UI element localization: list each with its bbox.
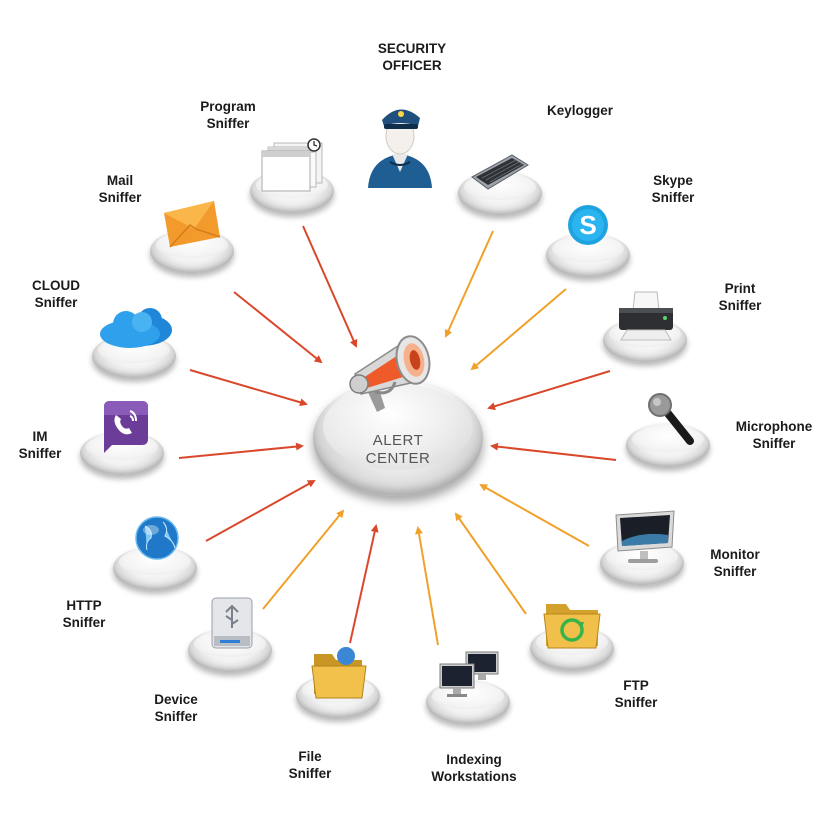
microphone-icon [636,393,700,449]
label-monitor: Monitor Sniffer [700,546,770,580]
label-mail-line1: Mail [106,173,134,188]
label-program: Program Sniffer [192,98,264,132]
node-microphone [626,393,710,467]
im-pedestal [80,431,164,475]
node-monitor [600,510,684,585]
arrow-print [487,370,611,411]
alert-center-line1: ALERT [372,432,424,449]
svg-text:S: S [579,210,596,240]
label-http-line1: HTTP [66,598,102,613]
label-skype-line1: Skype [653,173,693,188]
label-program-line1: Program [200,99,256,114]
label-microphone-line2: Sniffer [752,436,796,451]
arrow-im [178,442,304,459]
label-cloud-line1: CLOUD [32,278,80,293]
node-indexing [426,651,510,724]
arrow-program [302,225,358,348]
label-device: Device Sniffer [146,691,206,725]
label-keylogger-line1: Keylogger [546,103,614,118]
label-ftp: FTP Sniffer [610,677,662,711]
label-ftp-line2: Sniffer [614,695,658,710]
microphone-pedestal [626,423,710,467]
node-print [603,291,687,362]
label-mail-line2: Sniffer [98,190,142,205]
label-skype: Skype Sniffer [640,172,706,206]
label-file: File Sniffer [280,748,340,782]
label-indexing-line2: Workstations [431,769,517,784]
node-file [296,647,380,718]
label-indexing-line1: Indexing [446,752,502,767]
workstations-icon [436,650,500,706]
printer-icon [613,288,677,344]
node-device [188,597,272,672]
cloud-icon [96,304,174,360]
label-mail: Mail Sniffer [90,172,150,206]
arrow-microphone [490,442,617,461]
arrow-ftp [454,512,527,615]
usb-drive-icon [198,597,262,654]
arrow-file [349,524,379,644]
node-http [113,516,197,590]
label-monitor-line2: Sniffer [713,564,757,579]
node-skype: S [546,205,630,277]
folder-icon [306,644,370,700]
keyboard-icon [468,141,532,197]
alert-center-top [323,384,473,470]
alert-center-label: ALERT CENTER [333,432,463,468]
arrow-mail [233,291,323,364]
label-security-officer-line1: SECURITY [377,41,447,56]
label-cloud-line2: Sniffer [34,295,78,310]
label-ftp-line1: FTP [623,678,649,693]
arrow-keylogger [444,230,494,338]
arrow-cloud [189,369,308,407]
label-device-line2: Sniffer [154,709,198,724]
label-indexing: Indexing Workstations [424,751,524,785]
security-officer-icon [368,109,432,188]
node-cloud [92,308,176,378]
skype-icon: S [556,203,620,259]
arrow-monitor [479,484,590,547]
label-http-line2: Sniffer [62,615,106,630]
label-file-line2: Sniffer [288,766,332,781]
label-device-line1: Device [154,692,198,707]
label-print-line1: Print [724,281,756,296]
label-monitor-line1: Monitor [710,547,760,562]
node-keylogger [458,145,542,215]
megaphone-icon [349,335,431,412]
label-http: HTTP Sniffer [56,597,112,631]
label-program-line2: Sniffer [206,116,250,131]
node-ftp [530,600,614,670]
indexing-pedestal [426,680,510,724]
arrow-device [262,509,345,610]
label-im-line1: IM [32,429,48,444]
label-im: IM Sniffer [12,428,68,462]
program-window-icon [260,138,324,195]
node-program [250,138,334,213]
arrow-skype [470,288,567,371]
monitor-icon [610,510,675,567]
im-phone-icon [90,401,154,457]
label-security-officer: SECURITY OFFICER [362,40,462,74]
node-security-officer [360,92,440,188]
label-print-line2: Sniffer [718,298,762,313]
ftp-folder-icon [540,596,604,652]
label-print: Print Sniffer [708,280,772,314]
globe-icon [123,516,187,572]
alert-center-line2: CENTER [365,450,431,467]
label-im-line2: Sniffer [18,446,62,461]
label-cloud: CLOUD Sniffer [24,277,88,311]
node-mail [150,201,234,273]
label-security-officer-line2: OFFICER [382,58,442,73]
envelope-icon [160,199,224,255]
label-microphone-line1: Microphone [735,419,813,434]
arrow-http [205,480,316,542]
arrow-indexing [415,526,439,646]
node-im [80,401,164,475]
label-file-line1: File [298,749,322,764]
label-microphone: Microphone Sniffer [728,418,820,452]
label-keylogger: Keylogger [540,102,620,119]
label-skype-line2: Sniffer [651,190,695,205]
